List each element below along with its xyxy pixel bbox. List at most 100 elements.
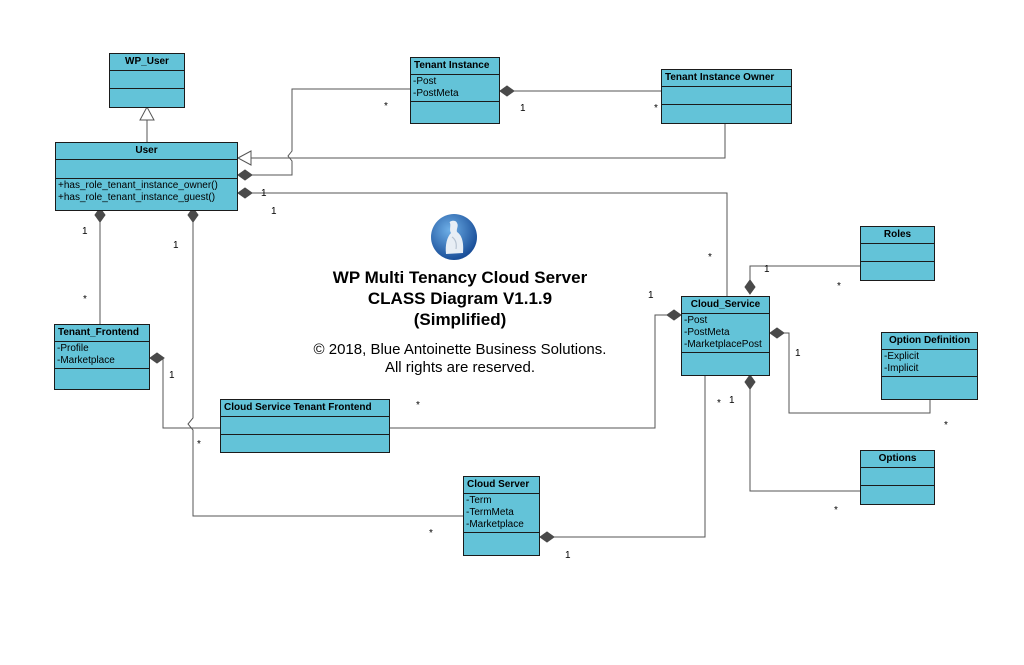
association-cloud-service-options [749,375,860,492]
multiplicity-label: * [384,101,388,112]
attributes-section: -Explicit -Implicit [882,350,977,377]
operations-section [861,486,934,504]
association-user-cloud-server [187,213,463,517]
attribute: -PostMeta [684,327,730,338]
multiplicity-label: 1 [173,240,179,251]
class-roles[interactable]: Roles [860,226,935,281]
composition-diamond-user-server [187,207,199,223]
title-line-1: WP Multi Tenancy Cloud Server [332,268,588,287]
operations-section [110,89,184,107]
attributes-section: -Term -TermMeta -Marketplace [464,494,539,533]
class-name: Tenant Instance [411,58,499,75]
operation: +has_role_tenant_instance_guest() [58,192,216,203]
operations-section [411,102,499,118]
composition-diamond-service-cstf [666,309,682,321]
multiplicity-label: * [717,398,721,409]
generalization-arrowhead-user [236,150,252,166]
association-frontend-cstf [150,357,220,429]
composition-diamond-service-options [744,374,756,390]
composition-diamond-user-service [237,187,253,199]
operations-section [221,435,389,453]
association-user-tenant-instance [238,88,410,176]
multiplicity-label: * [654,103,658,114]
attribute: -Term [466,495,492,506]
composition-diamond-server [539,531,555,543]
composition-diamond-instance [499,85,515,97]
title-line-2: CLASS Diagram V1.1.9 [367,289,553,308]
copyright-block: © 2018, Blue Antoinette Business Solutio… [260,341,660,377]
attribute: -MarketplacePost [684,339,762,350]
operations-section: +has_role_tenant_instance_owner() +has_r… [56,179,237,205]
attribute: -Marketplace [466,519,524,530]
multiplicity-label: 1 [169,370,175,381]
class-tenant-frontend[interactable]: Tenant_Frontend -Profile -Marketplace [54,324,150,390]
class-tenant-instance-owner[interactable]: Tenant Instance Owner [661,69,792,124]
multiplicity-label: 1 [729,395,735,406]
class-tenant-instance[interactable]: Tenant Instance -Post -PostMeta [410,57,500,124]
attributes-section: -Post -PostMeta [411,75,499,102]
class-user[interactable]: User +has_role_tenant_instance_owner() +… [55,142,238,211]
attribute: -PostMeta [413,88,459,99]
attributes-section [662,87,791,105]
multiplicity-label: * [834,505,838,516]
copyright-line: © 2018, Blue Antoinette Business Solutio… [313,341,607,358]
multiplicity-label: 1 [648,290,654,301]
class-wp-user[interactable]: WP_User [109,53,185,108]
attribute: -Post [413,76,437,87]
class-name: Tenant Instance Owner [662,70,791,87]
operations-section [861,262,934,280]
attribute: -Profile [57,343,89,354]
class-name: Roles [861,227,934,244]
multiplicity-label: 1 [261,188,267,199]
attributes-section [56,160,237,179]
class-name: WP_User [110,54,184,71]
multiplicity-label: * [708,252,712,263]
multiplicity-label: * [944,420,948,431]
rights-line: All rights are reserved. [384,359,536,376]
attribute: -Marketplace [57,355,115,366]
multiplicity-label: * [429,528,433,539]
association-user-cloud-service [238,192,728,296]
attributes-section [110,71,184,89]
operation: +has_role_tenant_instance_owner() [58,180,218,191]
operations-section [882,377,977,394]
multiplicity-label: 1 [795,348,801,359]
association-cloud-service-cloud-server [540,376,706,538]
attribute: -Explicit [884,351,920,362]
attribute: -TermMeta [466,507,514,518]
class-name: Cloud Service Tenant Frontend [221,400,389,417]
multiplicity-label: * [83,294,87,305]
diagram-title: WP Multi Tenancy Cloud Server CLASS Diag… [260,267,660,330]
class-cloud-service[interactable]: Cloud_Service -Post -PostMeta -Marketpla… [681,296,770,376]
class-cloud-server[interactable]: Cloud Server -Term -TermMeta -Marketplac… [463,476,540,556]
class-name: User [56,143,237,160]
class-options[interactable]: Options [860,450,935,505]
composition-diamond-user-frontend [94,207,106,223]
generalization-arrowhead-wpuser [139,105,155,121]
composition-diamond-user-instance [237,169,253,181]
multiplicity-label: 1 [764,264,770,275]
multiplicity-label: * [197,439,201,450]
composition-diamond-frontend [149,352,165,364]
multiplicity-label: * [837,281,841,292]
multiplicity-label: 1 [82,226,88,237]
title-line-3: (Simplified) [413,310,507,329]
multiplicity-label: 1 [565,550,571,561]
class-name: Tenant_Frontend [55,325,149,342]
class-option-definition[interactable]: Option Definition -Explicit -Implicit [881,332,978,400]
attributes-section [861,468,934,486]
operations-section [682,353,769,369]
attributes-section: -Profile -Marketplace [55,342,149,369]
class-cloud-service-tenant-frontend[interactable]: Cloud Service Tenant Frontend [220,399,390,453]
multiplicity-label: * [416,400,420,411]
attributes-section [221,417,389,435]
marble-statue-logo-icon [431,214,477,260]
operations-section [55,369,149,384]
attributes-section [861,244,934,262]
attribute: -Implicit [884,363,919,374]
class-name: Cloud Server [464,477,539,494]
attributes-section: -Post -PostMeta -MarketplacePost [682,314,769,353]
composition-diamond-service-roles [744,279,756,295]
generalization-owner-user [251,122,726,159]
